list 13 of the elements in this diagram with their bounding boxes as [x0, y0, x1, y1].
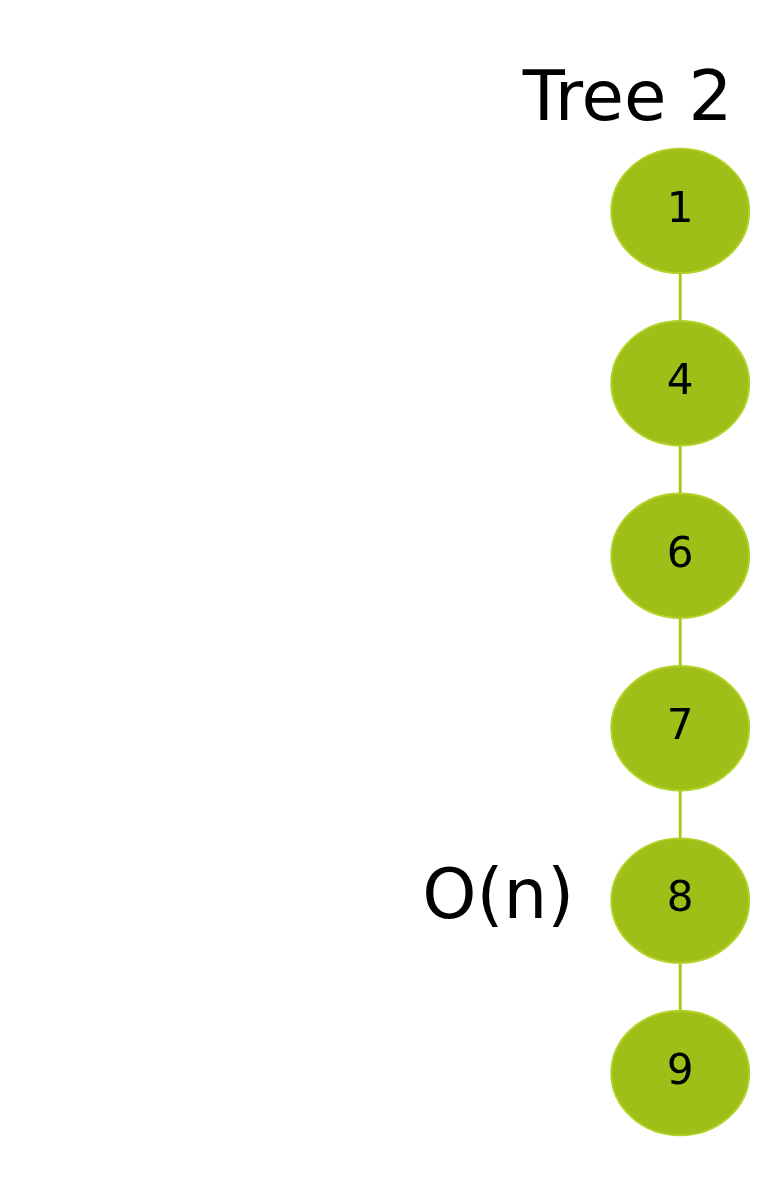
- node-circle: 8: [610, 836, 751, 964]
- label: O(n): [422, 852, 575, 933]
- diagram-title: Tree 2: [522, 55, 733, 136]
- connector: [678, 790, 682, 838]
- connector: [678, 445, 682, 493]
- node-circle: 4: [610, 319, 751, 447]
- node-circle: 7: [610, 664, 751, 791]
- node-circle: 6: [610, 492, 751, 619]
- connector: [678, 618, 682, 665]
- connector: [678, 273, 682, 321]
- connector: [678, 962, 682, 1010]
- node-circle: 1: [610, 147, 751, 274]
- node-circle: 9: [610, 1009, 751, 1136]
